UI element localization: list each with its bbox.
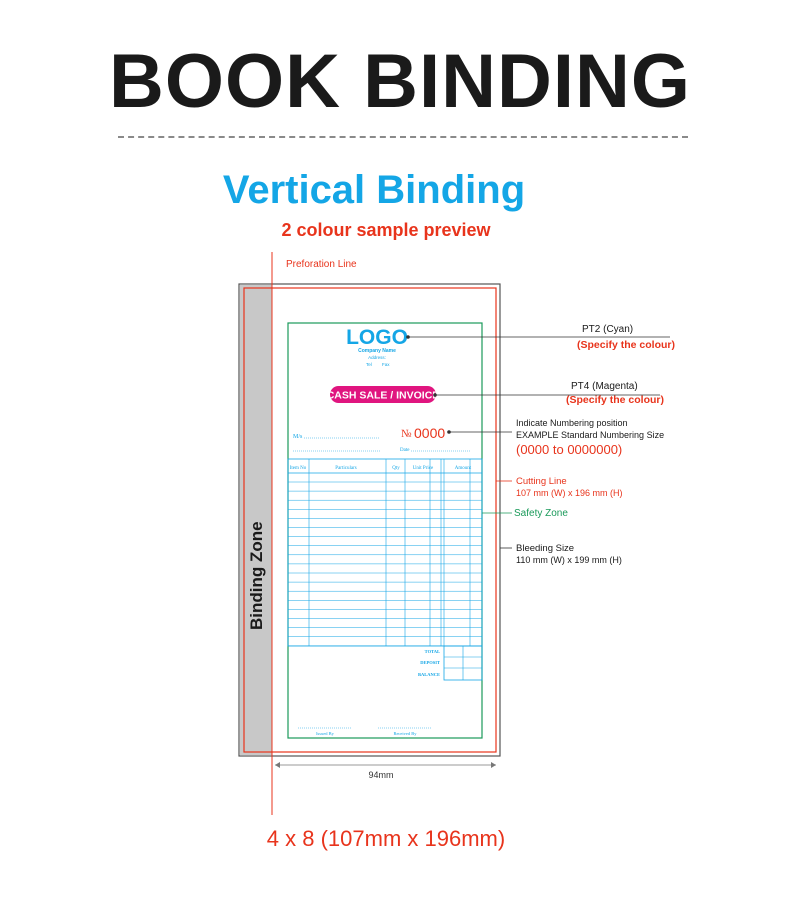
form-number-symbol: № <box>401 428 412 440</box>
bleeding-size: 110 mm (W) x 199 mm (H) <box>516 555 622 565</box>
width-dimension-label: 94mm <box>368 770 393 780</box>
binding-zone <box>240 285 272 755</box>
pt2-title: PT2 (Cyan) <box>582 324 633 335</box>
form-fax: Fax <box>382 362 390 367</box>
numbering-line-1: Indicate Numbering position <box>516 418 628 428</box>
form-company-name: Company Name <box>358 348 396 354</box>
deposit-label: DEPOSIT <box>420 660 440 665</box>
balance-label: BALANCE <box>418 672 440 677</box>
total-label: TOTAL <box>425 649 440 654</box>
size-label: 4 x 8 (107mm x 196mm) <box>266 826 506 851</box>
form-logo: LOGO <box>346 326 408 349</box>
bleeding-title: Bleeding Size <box>516 543 574 554</box>
page-title: BOOK BINDING <box>109 39 691 124</box>
safety-zone <box>287 322 483 739</box>
column-header-particulars: Particulars <box>335 466 356 471</box>
issued-by-label: Issued By <box>316 731 335 736</box>
form-date-label: Date <box>400 448 410 453</box>
column-header-qty: Qty <box>392 466 400 471</box>
width-arrow-right <box>491 762 496 768</box>
table-rows <box>288 481 482 647</box>
numbering-range: (0000 to 0000000) <box>516 442 622 457</box>
form-totals: TOTAL DEPOSIT BALANCE <box>418 645 483 681</box>
pt4-title: PT4 (Magenta) <box>571 381 638 392</box>
safety-zone-label: Safety Zone <box>514 508 568 519</box>
form-badge <box>330 386 436 403</box>
pt4-note: (Specify the colour) <box>566 394 664 406</box>
form-tel: Tel <box>366 362 372 367</box>
bleed-box <box>238 283 501 757</box>
form-table: Item No Particulars Qty Unit Price Amoun… <box>287 458 483 647</box>
column-header-item-no: Item No <box>290 466 307 471</box>
width-arrow-left <box>275 762 280 768</box>
cutting-size: 107 mm (W) x 196 mm (H) <box>516 488 623 498</box>
subtitle: Vertical Binding <box>222 168 526 212</box>
numbering-line-2: EXAMPLE Standard Numbering Size <box>516 430 664 440</box>
cutting-title: Cutting Line <box>516 476 567 487</box>
column-header-amount: Amount <box>455 466 472 471</box>
table-columns <box>308 459 471 646</box>
received-by-label: Received By <box>393 731 417 736</box>
form-ms-label: M/s <box>293 434 303 440</box>
form-address: Address: <box>368 355 386 360</box>
column-header-unit-price: Unit Price <box>413 466 434 471</box>
form-number: 0000 <box>414 425 445 441</box>
binding-zone-label: Binding Zone <box>247 521 266 630</box>
preview-label: 2 colour sample preview <box>281 220 491 240</box>
table-frame <box>287 458 483 647</box>
form-badge-label: CASH SALE / INVOICE <box>327 390 440 402</box>
pt2-note: (Specify the colour) <box>577 339 675 351</box>
perforation-line-label: Preforation Line <box>286 259 357 270</box>
dashed-divider <box>118 136 688 138</box>
cutting-line <box>243 287 497 753</box>
